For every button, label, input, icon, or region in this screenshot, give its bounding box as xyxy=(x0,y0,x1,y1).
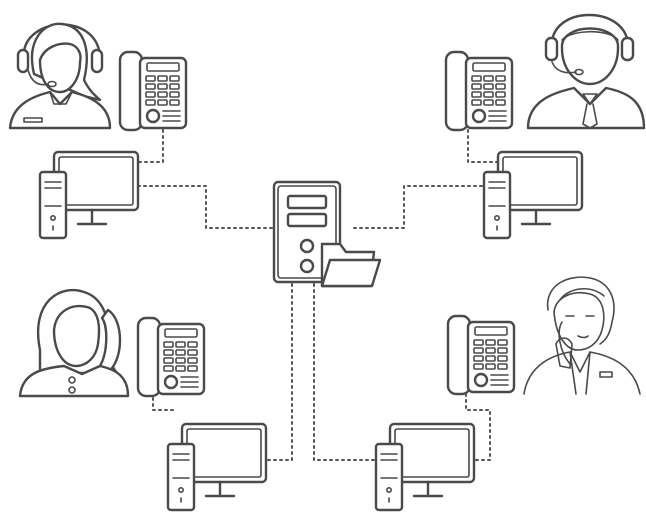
agent-top-left-icon xyxy=(10,24,110,128)
computer-top-left-icon xyxy=(40,152,138,238)
agent-bottom-left-icon xyxy=(20,290,128,396)
desk-phone-top-left-icon xyxy=(120,52,186,130)
computer-top-right-icon xyxy=(484,152,582,238)
agent-top-right-icon xyxy=(528,15,644,128)
link-top-left xyxy=(138,186,272,228)
computer-bottom-right-icon xyxy=(376,424,474,510)
desk-phone-bottom-right-icon xyxy=(448,316,514,394)
agent-bottom-right-sketch xyxy=(524,277,640,394)
network-links xyxy=(134,130,498,460)
desk-phone-top-right-icon xyxy=(446,52,512,130)
link-top-right xyxy=(350,186,482,228)
computer-bottom-left-icon xyxy=(168,424,266,510)
desk-phone-bottom-left-icon xyxy=(138,318,204,396)
link-bottom-right xyxy=(314,284,378,460)
link-phone-computer-top-right xyxy=(468,130,498,162)
file-server-icon xyxy=(274,182,380,286)
link-bottom-left xyxy=(266,284,292,460)
folder-icon xyxy=(322,244,380,286)
